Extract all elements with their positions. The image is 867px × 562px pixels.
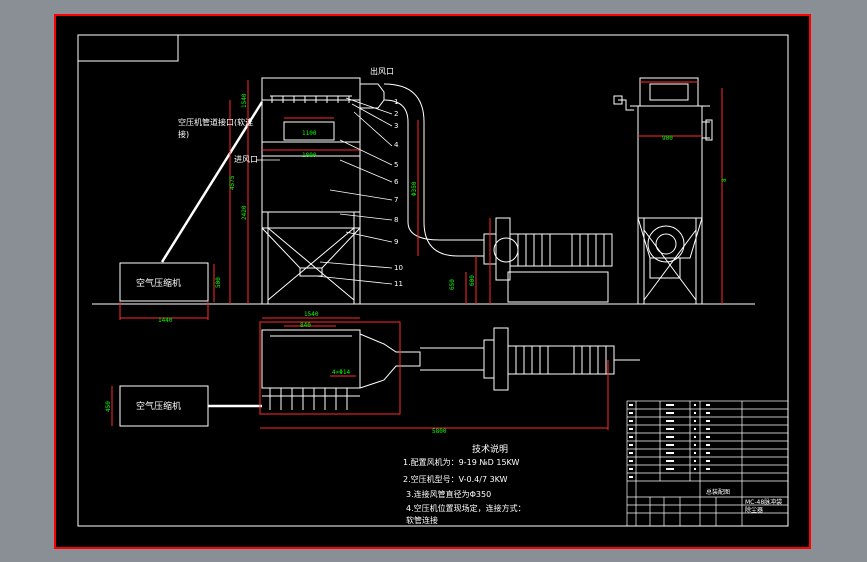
dim-600: 600 xyxy=(469,275,476,286)
dim-1440: 1440 xyxy=(158,317,173,324)
air-compressor-front-box xyxy=(119,262,209,302)
outlet-label: 出风口 xyxy=(370,66,394,76)
dim-1540-plan: 1540 xyxy=(304,311,319,318)
fan-motor-front xyxy=(493,217,613,303)
callout-8: 8 xyxy=(394,216,398,224)
callout-6: 6 xyxy=(394,178,399,186)
callout-5: 5 xyxy=(394,161,398,169)
callout-2: 2 xyxy=(394,110,398,118)
dim-450: 450 xyxy=(105,401,112,412)
dim-1800: 1800 xyxy=(302,152,317,159)
compressor-pipe-label: 空压机管道接口(软连 xyxy=(178,117,253,127)
corner-stamp-box xyxy=(77,34,179,62)
note-4b: 软管连接 xyxy=(406,515,438,525)
note-3: 3.连接风管直径为Φ350 xyxy=(406,489,491,499)
title-block-title: MC-48脉冲袋 xyxy=(745,498,782,506)
callout-11: 11 xyxy=(394,280,403,288)
dim-side-h: 8 xyxy=(721,178,728,182)
drawing-sheet xyxy=(54,14,811,549)
notes-heading: 技术说明 xyxy=(472,443,508,455)
dim-5800: 5800 xyxy=(432,428,447,435)
plan-dimension-lines xyxy=(111,317,609,430)
dim-500: 500 xyxy=(215,277,222,288)
dim-840: 840 xyxy=(300,322,311,329)
compressor-pipe-label-2: 接) xyxy=(178,129,189,139)
air-compressor-plan-box xyxy=(119,385,209,427)
callout-10: 10 xyxy=(394,264,403,272)
callout-7: 7 xyxy=(394,196,398,204)
dust-collector-side xyxy=(613,77,713,304)
parts-list-marks xyxy=(629,404,710,478)
compressor-hose-front xyxy=(160,101,264,263)
callout-3: 3 xyxy=(394,122,398,130)
dust-collector-front xyxy=(261,77,497,304)
title-block-general: 总装配图 xyxy=(706,488,730,496)
dim-1540-top: 1540 xyxy=(241,93,248,108)
dim-side-top: 900 xyxy=(662,135,673,142)
callout-leaders xyxy=(315,97,393,285)
dim-d350: Φ350 xyxy=(411,181,418,196)
dim-1100: 1100 xyxy=(302,130,317,137)
callout-4: 4 xyxy=(394,141,399,149)
dim-650: 650 xyxy=(449,279,456,290)
dust-collector-plan xyxy=(261,327,640,410)
callout-1: 1 xyxy=(394,98,398,106)
parts-list xyxy=(626,400,789,527)
air-compressor-plan-label: 空气压缩机 xyxy=(136,400,181,412)
front-dimension-lines xyxy=(119,80,491,320)
dim-2420: 2420 xyxy=(241,205,248,220)
dim-4575: 4575 xyxy=(229,175,236,190)
callout-9: 9 xyxy=(394,238,398,246)
note-1: 1.配置风机为：9-19 №D 15KW xyxy=(403,457,519,467)
note-4: 4.空压机位置现场定，连接方式： xyxy=(406,503,526,513)
technical-notes: 技术说明 1.配置风机为：9-19 №D 15KW 2.空压机型号：V-0.4/… xyxy=(403,443,526,525)
side-dimension-lines xyxy=(638,81,723,304)
dim-eq: 4×Φ14 xyxy=(332,369,350,376)
air-compressor-front-label: 空气压缩机 xyxy=(136,277,181,289)
note-2: 2.空压机型号：V-0.4/7 3KW xyxy=(403,474,508,484)
title-block-subtitle: 除尘器 xyxy=(745,506,763,514)
drawing-frame xyxy=(77,34,789,527)
inlet-label: 进风口 xyxy=(234,155,258,164)
callout-numbers: 1 2 3 4 5 6 7 8 9 10 11 xyxy=(394,98,403,288)
